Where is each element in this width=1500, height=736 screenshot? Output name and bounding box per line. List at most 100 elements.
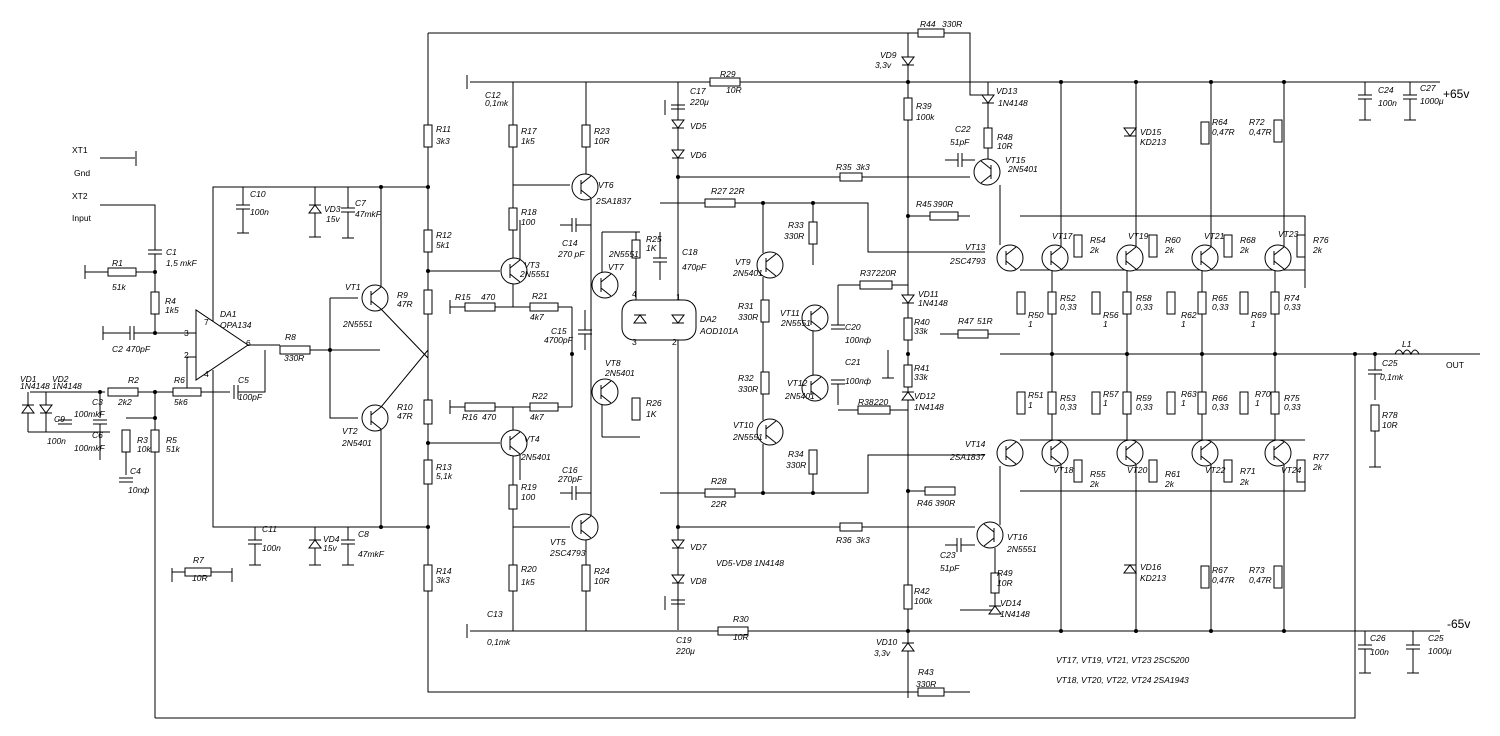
transistor-body [1191,244,1219,272]
transistor-collector [580,515,592,525]
value-r56: 1 [1103,319,1108,329]
transistor-emitter [1200,260,1212,270]
resistor [121,429,131,453]
resistor [150,291,160,315]
value-r48: 10R [997,141,1013,151]
wire [380,349,429,408]
ref-c5: C5 [238,375,249,385]
ref-vd9: VD9 [880,50,897,60]
ref-r26: R26 [646,398,662,408]
ref-r66: R66 [1212,393,1228,403]
junction [328,348,332,352]
value-c18: 470pF [682,262,707,272]
resistor [508,124,518,148]
resistor [808,449,818,475]
transistor-collector [983,523,995,533]
junction [811,491,815,495]
junction [379,525,383,529]
ref-c9: C9 [54,414,65,424]
value-r66: 0,33 [1212,402,1229,412]
resistor [990,572,1000,594]
resistor [1239,291,1249,315]
ref-r73: R73 [1249,565,1265,575]
value-r33: 330R [784,231,804,241]
ref-vt15: VT15 [1005,155,1026,165]
value-vt7: 2N5551 [608,249,639,259]
junction [1282,80,1286,84]
value-vt6: 2SA1837 [595,196,631,206]
value-r29: 10R [726,85,742,95]
ref-r70: R70 [1255,389,1271,399]
opamp-triangle [195,309,249,381]
transistor-emitter [980,174,992,184]
resistor [1073,234,1083,258]
value-r13: 5,1k [436,471,453,481]
pin-2: 2 [184,350,189,360]
transistor-body [801,374,829,402]
ref-c16: C16 [562,465,578,475]
ref-r7: R7 [193,555,204,565]
ref-r19: R19 [521,482,537,492]
transistor-collector [765,420,777,430]
transistor-body [756,251,784,279]
wire [735,454,985,494]
value-r72: 0,47R [1249,127,1272,137]
resistor [709,77,741,87]
rail-negative: -65v [1447,617,1470,631]
value-r20: 1k5 [521,577,535,587]
diode [988,605,1002,615]
ref-r52: R52 [1060,293,1076,303]
transistor-collector [580,175,592,185]
ref-c13: C13 [487,609,503,619]
ref-c10: C10 [250,189,266,199]
value-vd15: KD213 [1140,137,1166,147]
ref-c25b: C25 [1428,633,1444,643]
ref-r58: R58 [1136,293,1152,303]
diode [1123,127,1137,137]
transistor-emitter [1005,455,1017,465]
pin-da2-3: 3 [632,337,637,347]
transistor-body [973,158,1001,186]
ref-r31: R31 [738,301,754,311]
note-vd5-vd8: VD5-VD8 1N4148 [716,558,784,568]
resistor [717,626,749,636]
ref-c21: C21 [845,357,861,367]
ref-r60: R60 [1165,235,1181,245]
wire [329,298,358,419]
resistor [1148,234,1158,258]
transistor-body [571,173,599,201]
value-c13: 0,1mk [487,637,511,647]
ref-r61: R61 [1165,469,1181,479]
ref-r6: R6 [174,375,185,385]
ref-r37: R37 [860,268,876,278]
ref-r41: R41 [914,363,930,373]
value-r7: 10R [192,573,208,583]
value-r58: 0,33 [1136,302,1153,312]
junction [1200,352,1204,356]
junction [1282,629,1286,633]
value-vt15: 2N5401 [1007,164,1038,174]
resistor [423,229,433,253]
wire [969,82,988,96]
value-r34: 330R [786,460,806,470]
transistor-emitter [1050,260,1062,270]
transistor-emitter [370,420,382,430]
value-r19: 100 [521,492,535,502]
value-r5: 51k [166,444,180,454]
value-r54: 2k [1089,245,1100,255]
value-r61: 2k [1164,479,1175,489]
diode [901,391,915,401]
resistor [184,567,212,577]
value-c25: 0,1mk [1380,372,1404,382]
value-r64: 0,47R [1212,127,1235,137]
diode [671,539,685,549]
ref-c15: C15 [551,326,567,336]
value-r57: 1 [1103,398,1108,408]
wire [100,204,156,250]
ref-r13: R13 [436,462,452,472]
ref-l1: L1 [1402,339,1412,349]
transistor-body [1191,439,1219,467]
value-c26: 100n [1370,647,1389,657]
value-r6: 5k6 [174,397,188,407]
